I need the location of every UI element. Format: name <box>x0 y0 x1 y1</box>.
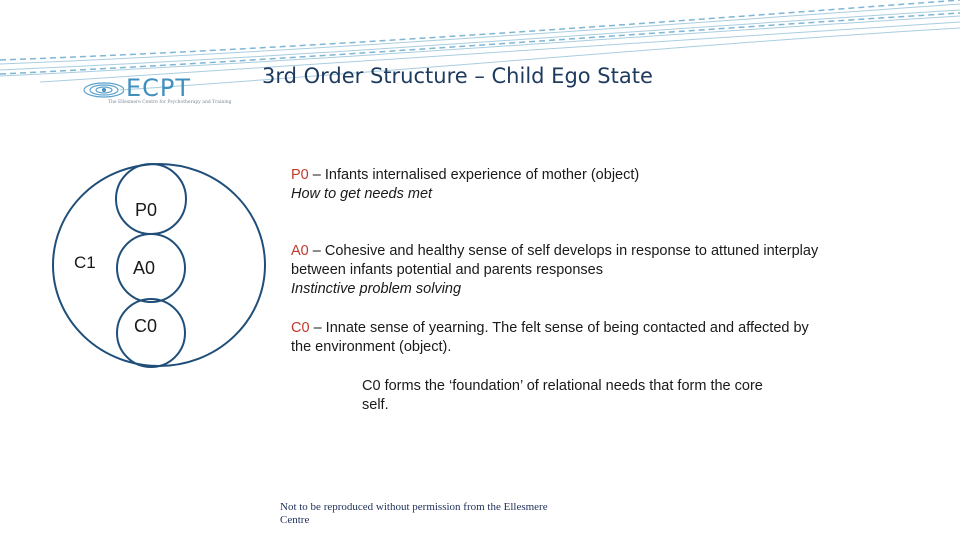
c0-text: – Innate sense of yearning. The felt sen… <box>309 320 809 336</box>
c0-text-line2: the environment (object). <box>291 339 452 355</box>
a0-description: A0 – Cohesive and healthy sense of self … <box>291 242 818 299</box>
c0-description: C0 – Innate sense of yearning. The felt … <box>291 319 809 357</box>
a0-code: A0 <box>291 243 309 259</box>
a0-text-line2: between infants potential and parents re… <box>291 262 603 278</box>
inner-circle-p0 <box>115 163 187 235</box>
footer-line1: Not to be reproduced without permission … <box>280 501 548 513</box>
footer-line2: Centre <box>280 514 310 526</box>
a0-text: – Cohesive and healthy sense of self dev… <box>308 243 819 259</box>
note-line2: self. <box>362 397 389 413</box>
p0-code: P0 <box>291 167 309 183</box>
inner-circle-c0 <box>116 298 186 368</box>
label-c1: C1 <box>74 253 96 272</box>
label-p0: P0 <box>135 200 158 220</box>
c0-foundation-note: C0 forms the ‘foundation’ of relational … <box>362 377 763 415</box>
a0-subtext: Instinctive problem solving <box>291 281 462 297</box>
p0-description: P0 – Infants internalised experience of … <box>291 166 639 204</box>
logo-subtext: The Ellesmere Centre for Psychotherapy a… <box>108 100 232 105</box>
inner-circle-a0 <box>116 233 186 303</box>
header-decoration <box>0 0 960 91</box>
ecpt-logo: ECPT The Ellesmere Centre for Psychother… <box>80 72 232 112</box>
label-c0: C0 <box>134 316 158 336</box>
page-title: 3rd Order Structure – Child Ego State <box>262 64 653 88</box>
logo-swirl-icon <box>83 82 124 98</box>
copyright-footer: Not to be reproduced without permission … <box>280 501 640 527</box>
c0-code: C0 <box>291 320 310 336</box>
label-a0: A0 <box>133 258 156 278</box>
logo-text: ECPT <box>126 74 192 102</box>
p0-text: – Infants internalised experience of mot… <box>308 167 640 183</box>
note-line1: C0 forms the ‘foundation’ of relational … <box>362 378 763 394</box>
p0-subtext: How to get needs met <box>291 186 433 202</box>
